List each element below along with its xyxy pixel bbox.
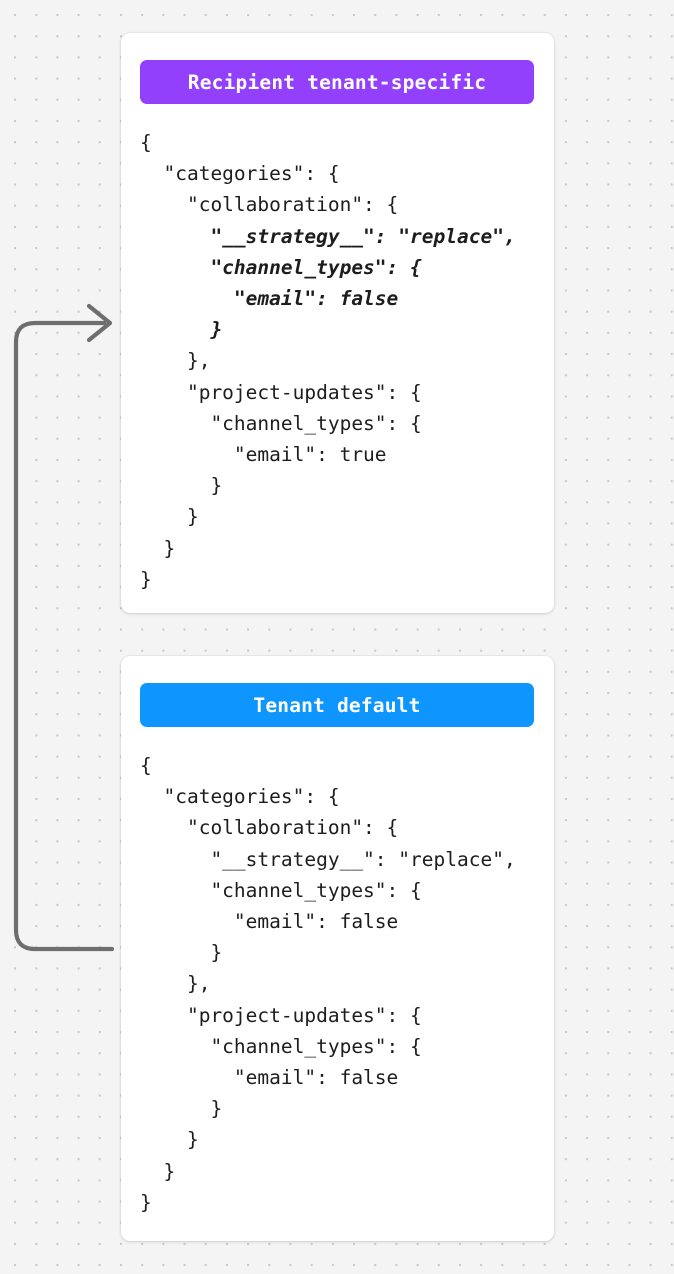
code-line: "__strategy__": "replace", xyxy=(140,847,516,871)
card-tenant-default[interactable]: Tenant default { "categories": { "collab… xyxy=(121,656,554,1241)
code-line: "channel_types": { xyxy=(140,411,422,435)
code-line: "channel_types": { xyxy=(140,255,422,279)
card-recipient-tenant-specific[interactable]: Recipient tenant-specific { "categories"… xyxy=(121,33,554,613)
card-header-recipient-tenant-specific: Recipient tenant-specific xyxy=(140,60,534,104)
code-line: { xyxy=(140,131,152,154)
code-line: }, xyxy=(140,349,211,373)
code-line: } xyxy=(140,318,223,342)
code-line: "email": false xyxy=(140,287,399,311)
code-line: "email": false xyxy=(140,1066,399,1090)
code-line: } xyxy=(140,567,152,591)
code-line: "categories": { xyxy=(140,785,340,809)
card-header-tenant-default: Tenant default xyxy=(140,683,534,727)
code-line: "categories": { xyxy=(140,162,340,186)
code-line: "__strategy__": "replace", xyxy=(140,224,516,248)
code-line: } xyxy=(140,1128,199,1152)
code-line: "project-updates": { xyxy=(140,380,422,404)
code-line: } xyxy=(140,474,223,498)
code-line: }, xyxy=(140,972,211,996)
code-line: "email": false xyxy=(140,910,399,934)
code-line: "email": true xyxy=(140,443,387,467)
code-line: } xyxy=(140,1097,223,1121)
code-block-tenant-default: { "categories": { "collaboration": { "__… xyxy=(140,750,540,1218)
code-line: } xyxy=(140,941,223,965)
code-line: "collaboration": { xyxy=(140,816,399,840)
code-line: } xyxy=(140,536,176,560)
code-line: "channel_types": { xyxy=(140,1034,422,1058)
code-line: } xyxy=(140,505,199,529)
code-block-recipient-tenant-specific: { "categories": { "collaboration": { "__… xyxy=(140,127,540,595)
code-line: } xyxy=(140,1190,152,1214)
code-line: } xyxy=(140,1159,176,1183)
code-line: "project-updates": { xyxy=(140,1003,422,1027)
code-line: { xyxy=(140,754,152,777)
code-line: "channel_types": { xyxy=(140,878,422,902)
code-line: "collaboration": { xyxy=(140,193,399,217)
